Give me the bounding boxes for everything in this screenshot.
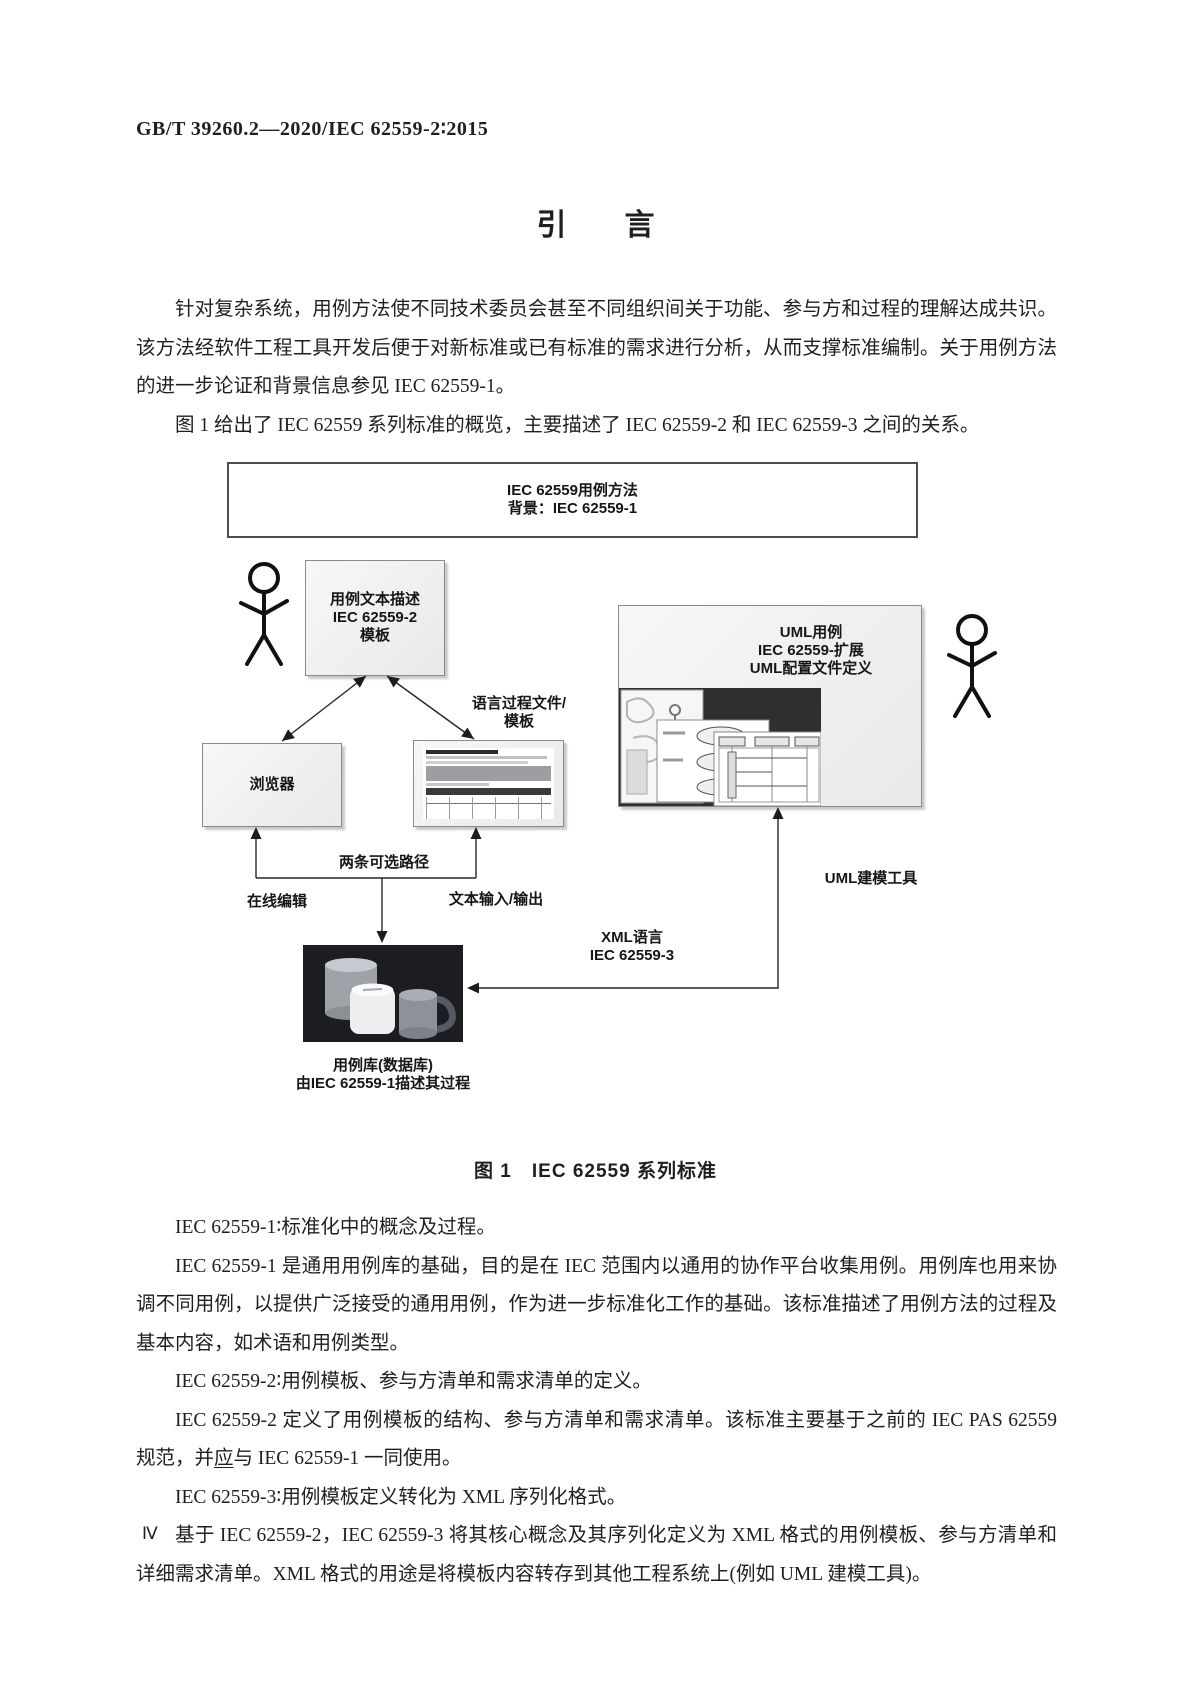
figure-1-caption: 图 1 IEC 62559 系列标准	[474, 1161, 717, 1182]
use-case-text-template-box: 用例文本描述 IEC 62559-2 模板	[305, 560, 445, 676]
iec2-desc-part2: 与 IEC 62559-1 一同使用。	[233, 1448, 462, 1469]
intro-paragraph-2: 图 1 给出了 IEC 62559 系列标准的概览，主要描述了 IEC 6255…	[175, 415, 980, 436]
language-process-file-line1: 语言过程文件/	[471, 695, 567, 712]
uml-diagram-collage-image	[619, 688, 821, 806]
method-box-line2: 背景：IEC 62559-1	[507, 500, 638, 517]
figure-1-diagram: IEC 62559用例方法 背景：IEC 62559-1 用例文本描述 IEC …	[136, 455, 1057, 1105]
template-box-line2: IEC 62559-2	[332, 609, 418, 626]
two-paths-label: 两条可选路径	[338, 854, 429, 871]
standard-code-header: GB/T 39260.2—2020/IEC 62559-2∶2015	[136, 118, 489, 140]
text-io-label: 文本输入/输出	[448, 891, 544, 908]
title-char-2: 言	[624, 209, 655, 242]
iec62559-method-box: IEC 62559用例方法 背景：IEC 62559-1	[227, 462, 918, 538]
process-file-screenshot-image	[423, 748, 554, 819]
uml-box-line3: UML配置文件定义	[749, 660, 873, 677]
body-paragraph-iec2-desc: IEC 62559-2 定义了用例模板的结构、参与方清单和需求清单。该标准主要基…	[136, 1402, 1057, 1479]
body-paragraph-iec3-desc: 基于 IEC 62559-2，IEC 62559-3 将其核心概念及其序列化定义…	[136, 1525, 1057, 1585]
method-box-line1: IEC 62559用例方法	[507, 482, 638, 499]
actor-right-icon	[947, 614, 997, 718]
template-box-line1: 用例文本描述	[329, 591, 420, 608]
uml-box-line2: IEC 62559-扩展	[758, 642, 864, 659]
uml-use-case-box: UML用例 IEC 62559-扩展 UML配置文件定义	[618, 605, 922, 807]
uml-box-line1: UML用例	[779, 624, 843, 641]
page-number: Ⅳ	[142, 1524, 158, 1543]
database-label-line2: 由IEC 62559-1描述其过程	[295, 1075, 471, 1092]
template-box-line3: 模板	[359, 627, 390, 644]
xml-language-line1: XML语言	[601, 929, 663, 946]
body-paragraph-iec1-title: IEC 62559-1∶标准化中的概念及过程。	[175, 1217, 496, 1238]
page-title: 引 言	[0, 200, 1191, 244]
uml-modeling-tool-label: UML建模工具	[824, 870, 918, 887]
online-edit-label: 在线编辑	[246, 893, 307, 910]
body-paragraph-iec1-desc: IEC 62559-1 是通用用例库的基础，目的是在 IEC 范围内以通用的协作…	[136, 1255, 1057, 1354]
database-label: 用例库(数据库) 由IEC 62559-1描述其过程	[283, 1057, 483, 1093]
database-label-line1: 用例库(数据库)	[333, 1057, 433, 1074]
browser-box: 浏览器	[202, 743, 342, 827]
language-process-file-label: 语言过程文件/ 模板	[434, 695, 604, 731]
intro-paragraph-1: 针对复杂系统，用例方法使不同技术委员会甚至不同组织间关于功能、参与方和过程的理解…	[136, 299, 1057, 397]
uml-box-text: UML用例 IEC 62559-扩展 UML配置文件定义	[709, 624, 913, 678]
iec2-desc-part1: IEC 62559-2 定义了用例模板的结构、参与方清单和需求清单。该标准主要基…	[136, 1409, 1057, 1470]
title-char-1: 引	[536, 209, 567, 242]
xml-language-line2: IEC 62559-3	[589, 947, 675, 964]
iec2-desc-underlined: 应	[214, 1448, 234, 1469]
body-paragraph-iec3-title: IEC 62559-3∶用例模板定义转化为 XML 序列化格式。	[175, 1486, 627, 1508]
body-paragraph-iec2-title: IEC 62559-2∶用例模板、参与方清单和需求清单的定义。	[175, 1371, 652, 1392]
language-process-file-line2: 模板	[503, 713, 534, 730]
actor-left-icon	[239, 562, 289, 666]
process-file-screenshot-box	[413, 740, 564, 827]
use-case-database-image	[303, 945, 463, 1042]
xml-language-label: XML语言 IEC 62559-3	[562, 929, 702, 965]
browser-box-label: 浏览器	[249, 776, 295, 793]
